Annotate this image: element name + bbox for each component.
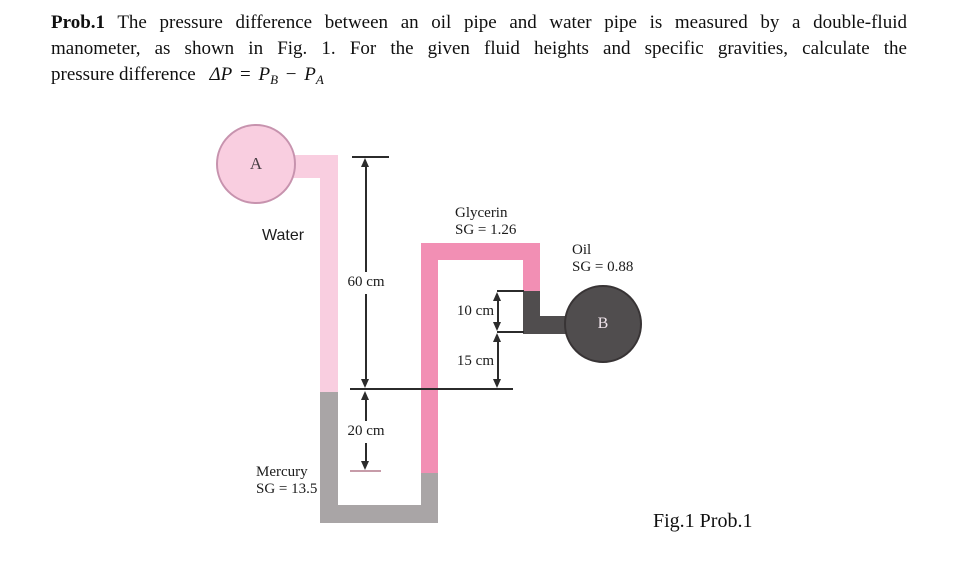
problem-statement: Prob.1 The pressure difference between a… — [51, 10, 907, 88]
pipe-a-bulb: A — [216, 124, 296, 204]
mercury-sg: SG = 13.5 — [256, 481, 318, 497]
glycerin-column-right — [523, 260, 540, 291]
dim-20-label: 20 cm — [347, 423, 385, 439]
water-label: Water — [262, 227, 305, 244]
problem-number: Prob.1 — [51, 12, 106, 33]
dim-10-arrow-up-icon — [493, 292, 501, 301]
formula-equals: = — [239, 64, 251, 85]
formula-pa-sub: A — [315, 72, 324, 87]
reference-line — [350, 388, 513, 390]
mercury-name: Mercury — [256, 464, 308, 480]
dim-15-arrow-down-icon — [493, 379, 501, 388]
problem-line-2: manometer, as shown in Fig. 1. For the g… — [51, 38, 907, 59]
dim-20-line-lower — [365, 443, 367, 462]
formula-pb: P — [258, 64, 271, 85]
mercury-label: Mercury SG = 13.5 — [256, 464, 317, 498]
mercury-u-bottom — [320, 505, 438, 523]
dim-10-arrow-down-icon — [493, 322, 501, 331]
dim-10-line — [497, 299, 499, 325]
pipe-b-label: B — [597, 315, 609, 332]
pipe-b-bulb: B — [564, 285, 642, 363]
dim-60-label: 60 cm — [347, 274, 385, 290]
oil-name: Oil — [572, 242, 592, 258]
glycerin-name: Glycerin — [455, 205, 508, 221]
dim-60-arrow-down-icon — [361, 379, 369, 388]
dim-10-label: 10 cm — [456, 303, 494, 319]
dim-20-arrow-down-icon — [361, 461, 369, 470]
water-column — [320, 155, 338, 392]
dim-60-top-tick — [352, 156, 389, 158]
dim-20-arrow-up-icon — [361, 391, 369, 400]
dim-10-top-tick — [497, 290, 524, 292]
problem-line-1-text: The pressure difference between an oil p… — [117, 12, 907, 33]
dim-60-line-lower — [365, 294, 367, 382]
glycerin-label: Glycerin SG = 1.26 — [455, 205, 516, 239]
oil-sg: SG = 0.88 — [572, 259, 634, 275]
dim-60-arrow-up-icon — [361, 158, 369, 167]
dim-15-arrow-up-icon — [493, 333, 501, 342]
formula-minus: − — [285, 64, 297, 85]
problem-line-1: Prob.1 The pressure difference between a… — [51, 10, 907, 36]
oil-connector-tube — [523, 316, 575, 334]
figure-caption: Fig.1 Prob.1 — [653, 510, 753, 532]
glycerin-top-tube — [421, 243, 540, 260]
glycerin-column-left — [421, 260, 438, 473]
oil-label: Oil SG = 0.88 — [572, 242, 633, 276]
dim-20-line-upper — [365, 399, 367, 421]
mercury-column-right — [421, 473, 438, 507]
dim-15-label: 15 cm — [456, 353, 494, 369]
dim-10-bottom-tick — [497, 331, 524, 333]
formula-delta-p: ΔP — [209, 64, 233, 85]
mercury-column-left — [320, 392, 338, 523]
formula-pa: P — [304, 64, 316, 85]
glycerin-sg: SG = 1.26 — [455, 222, 517, 238]
dim-60-line-upper — [365, 166, 367, 272]
problem-line-3-text: pressure difference — [51, 64, 196, 85]
pipe-a-label: A — [249, 154, 263, 173]
formula-pb-sub: B — [270, 72, 279, 87]
problem-line-3: pressure difference ΔP = PB − PA — [51, 62, 907, 88]
dim-20-bottom-tick — [350, 470, 381, 472]
dim-15-line — [497, 340, 499, 382]
pressure-formula: ΔP = PB − PA — [205, 64, 324, 87]
